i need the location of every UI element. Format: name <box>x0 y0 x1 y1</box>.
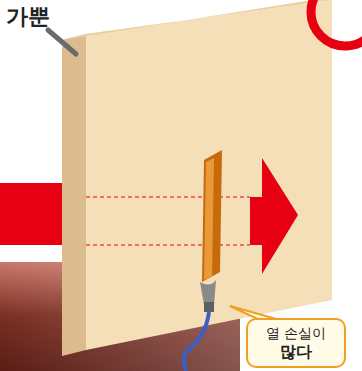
wall-side <box>62 34 86 356</box>
sensor-probe <box>200 280 216 305</box>
heat-path-guide <box>86 244 250 245</box>
callout-bubble: 열 손실이많다 <box>246 318 346 368</box>
callout-text: 많다 <box>258 342 334 361</box>
heading-fragment: 가뿐 <box>6 2 50 32</box>
sensor-plate <box>202 150 222 282</box>
wall-top <box>62 0 332 40</box>
heat-arrow-in <box>0 183 70 245</box>
sensor-probe <box>204 302 214 312</box>
heat-arrow-out <box>250 158 298 274</box>
wall-front <box>86 0 332 350</box>
sensor-cable <box>184 312 209 371</box>
callout-text: 열 손실이 <box>258 325 334 342</box>
magnifier-handle <box>48 30 76 54</box>
heat-path-guide <box>86 196 250 197</box>
sensor-plate-highlight <box>204 158 214 280</box>
mark-circle <box>311 0 362 46</box>
